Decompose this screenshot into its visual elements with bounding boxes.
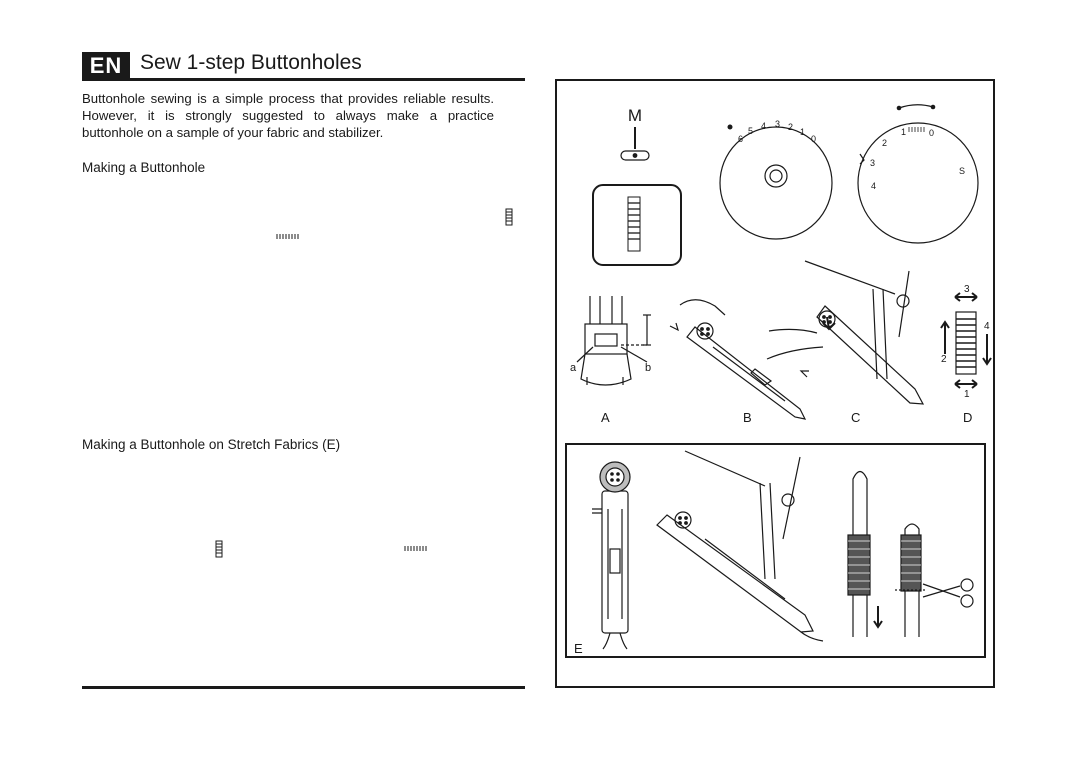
svg-text:0: 0 (811, 134, 816, 144)
svg-text:2: 2 (788, 122, 793, 132)
presser-foot-letter: M (628, 106, 642, 125)
panel-label-b: B (743, 410, 752, 425)
svg-text:3: 3 (870, 158, 875, 168)
svg-text:2: 2 (882, 138, 887, 148)
dial-right-numbers: 0 1 2 3 4 S (870, 127, 965, 191)
buttonhole-stitch-icon (404, 546, 427, 551)
detail-label-b: b (645, 362, 651, 374)
illustration-panel (555, 79, 995, 688)
svg-text:4: 4 (984, 321, 990, 332)
figure-d-sequence (940, 292, 992, 389)
intro-paragraph: Buttonhole sewing is a simple process th… (82, 91, 494, 140)
figure-e-foot-angled (656, 450, 824, 642)
sequence-numbers: 1 2 3 4 (941, 284, 990, 400)
section-heading-stretch-fabrics: Making a Buttonhole on Stretch Fabrics (… (82, 437, 341, 452)
svg-text:1: 1 (901, 127, 906, 137)
svg-text:0: 0 (929, 128, 934, 138)
buttonhole-illustration: M 6 5 4 3 2 1 0 0 1 2 3 4 S (570, 104, 992, 656)
svg-text:1: 1 (964, 389, 970, 400)
panel-label-d: D (963, 410, 972, 425)
figure-e-foot-vertical (592, 461, 631, 650)
bottom-rule (82, 686, 525, 689)
panel-labels: A B C D (601, 410, 972, 425)
panel-label-e: E (574, 641, 583, 656)
svg-text:3: 3 (775, 119, 780, 129)
svg-text:1: 1 (800, 127, 805, 137)
buttonhole-stitch-icon (276, 234, 299, 239)
title-underline (82, 78, 525, 81)
language-badge: EN (82, 52, 130, 79)
figure-e-cord-cut (895, 523, 927, 637)
dial-left-numbers: 6 5 4 3 2 1 0 (738, 119, 816, 144)
buttonhole-stitch-icon (215, 540, 223, 558)
svg-text:3: 3 (964, 284, 970, 295)
buttonhole-stitch-icon (592, 184, 682, 266)
svg-text:S: S (959, 166, 965, 176)
panel-label-c: C (851, 410, 860, 425)
buttonhole-stitch-icon (505, 208, 513, 226)
figure-b-foot (669, 299, 807, 420)
figure-e-cord-pattern (847, 470, 883, 637)
svg-text:4: 4 (761, 121, 766, 131)
detail-label-a: a (570, 362, 577, 374)
panel-label-a: A (601, 410, 610, 425)
needle-icon (620, 127, 650, 161)
svg-text:5: 5 (748, 126, 753, 136)
figure-c-machine (766, 260, 925, 405)
scissors-icon (922, 578, 974, 608)
svg-text:2: 2 (941, 354, 947, 365)
svg-text:4: 4 (871, 181, 876, 191)
section-heading-making-buttonhole: Making a Buttonhole (82, 160, 206, 175)
button-icon (605, 467, 625, 487)
page-title: Sew 1-step Buttonholes (140, 51, 362, 74)
figure-a-foot (576, 296, 651, 386)
svg-text:6: 6 (738, 134, 743, 144)
illustration-panel-e (565, 443, 986, 658)
